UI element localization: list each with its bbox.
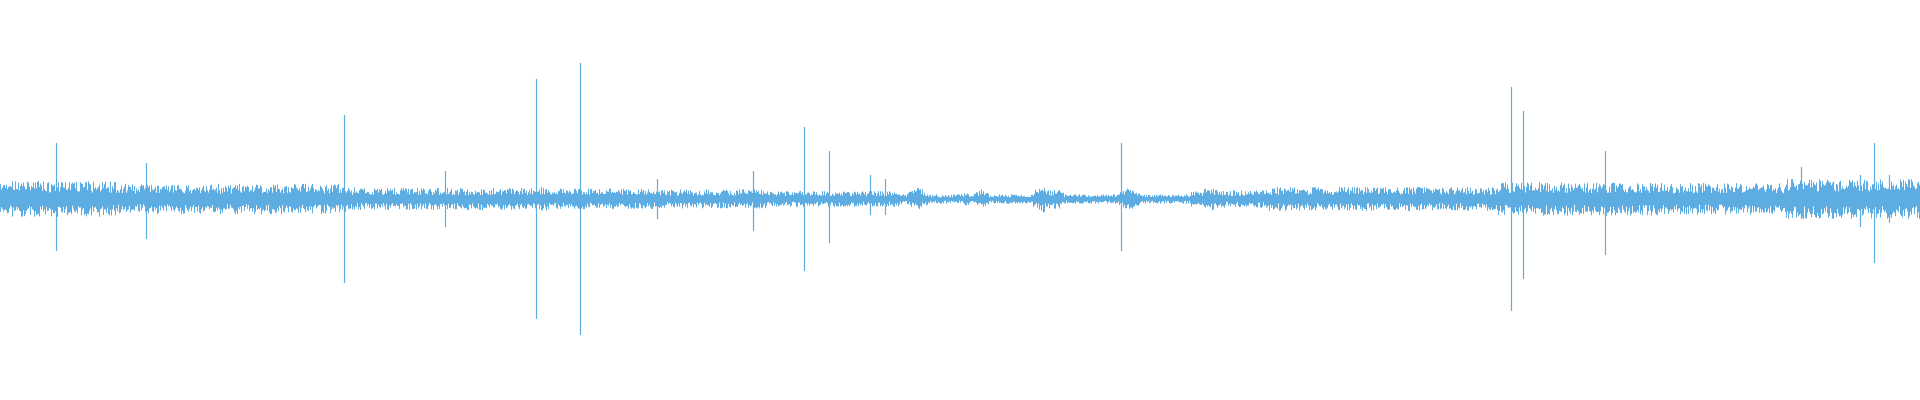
waveform-transients xyxy=(55,63,1891,335)
waveform-body xyxy=(0,179,1920,219)
